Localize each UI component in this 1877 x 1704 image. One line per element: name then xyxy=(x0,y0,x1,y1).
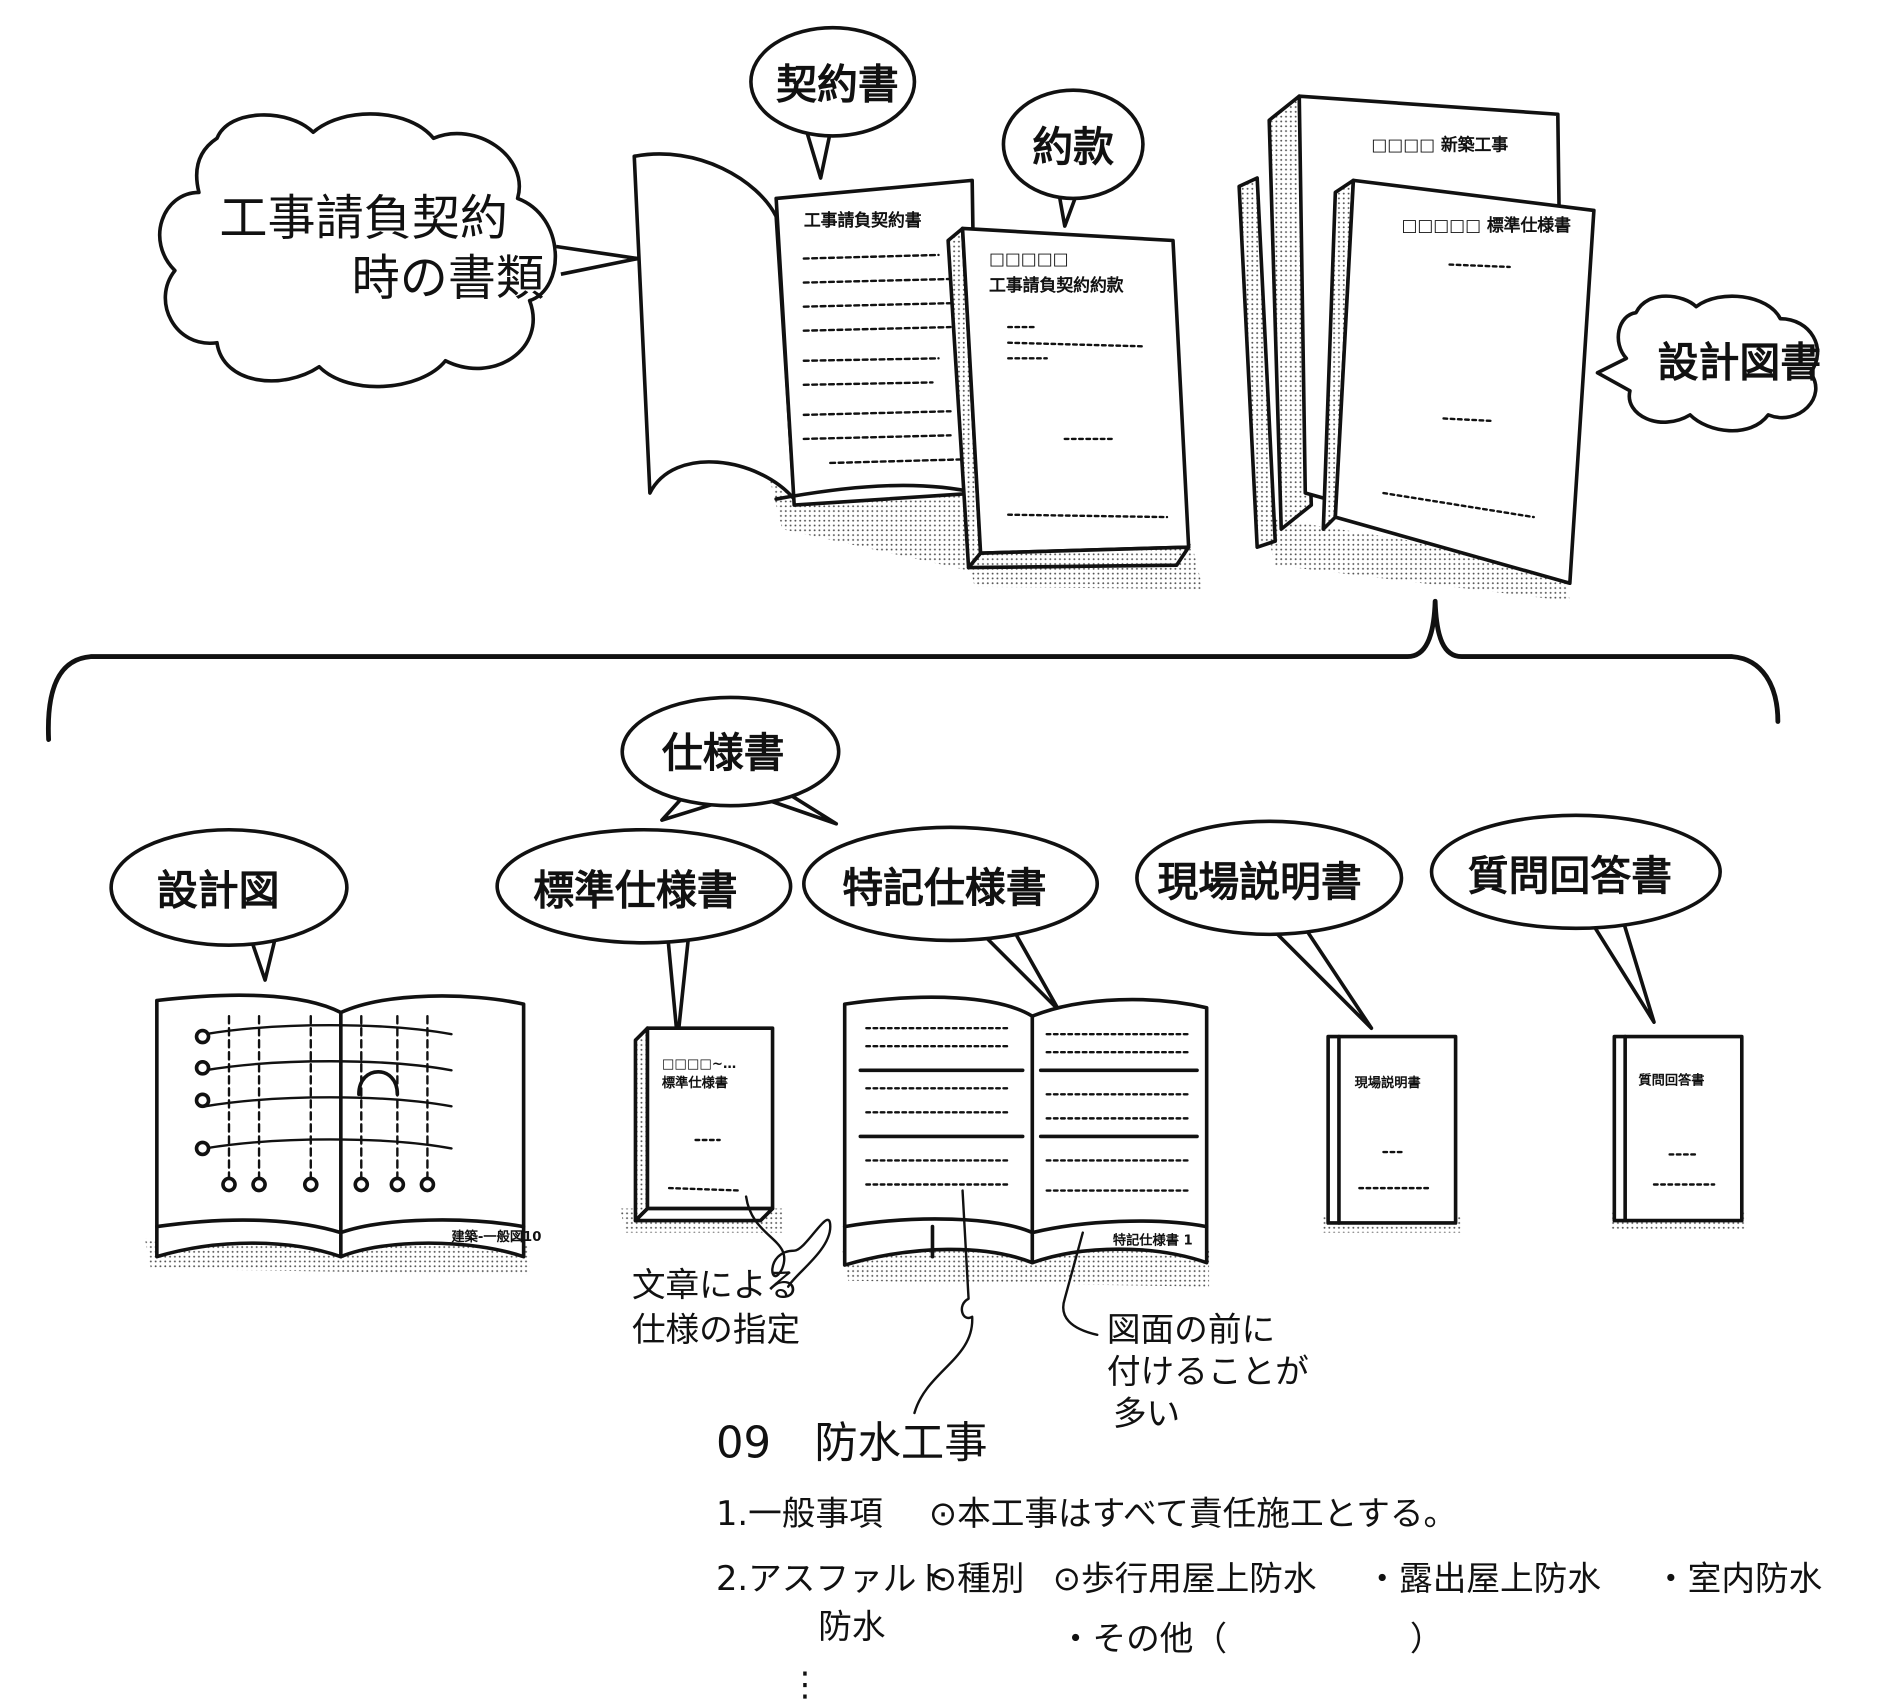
cloud-title-line2: 時の書類 xyxy=(352,251,544,307)
contract-book-title: 工事請負契約書 xyxy=(804,210,922,230)
leader-line-front xyxy=(1062,1231,1099,1337)
bubble-drawings-label: 設計図 xyxy=(157,866,280,914)
clauses-book-boxes: □□□□□ xyxy=(989,249,1069,269)
bubble-design-documents: 設計図書 xyxy=(1595,294,1822,433)
bubble-special-spec: 特記仕様書 xyxy=(802,825,1100,1012)
row2-option-4: ・その他（ xyxy=(1059,1619,1227,1658)
excerpt-heading: 09 防水工事 xyxy=(716,1418,987,1468)
site-explanation-book: 現場説明書 xyxy=(1323,1034,1462,1233)
row1-text: ⊙本工事はすべて責任施工とする。 xyxy=(929,1494,1457,1533)
spec-excerpt: 09 防水工事 1.一般事項 ⊙本工事はすべて責任施工とする。 2.アスファルト… xyxy=(716,1418,1822,1703)
special-book-footer: 特記仕様書 1 xyxy=(1113,1232,1193,1249)
bubble-site-explanation: 現場説明書 xyxy=(1135,819,1404,1030)
design-documents-stack: □□□□ 新築工事 □□□□□ 標準仕様書 xyxy=(1237,94,1596,602)
row2-option-4-close: ） xyxy=(1410,1619,1444,1658)
row2-option-2: ・露出屋上防水 xyxy=(1365,1559,1601,1598)
bubble-contract-label: 契約書 xyxy=(776,61,899,109)
drawings-book-footer: 建築-一般図10 xyxy=(451,1228,541,1245)
row2-label-line2: 防水 xyxy=(818,1607,885,1646)
row2-option-1: ⊙歩行用屋上防水 xyxy=(1053,1559,1317,1598)
grouping-brace xyxy=(45,598,1781,742)
bubble-specifications-label: 仕様書 xyxy=(662,729,785,777)
leader-line-text-spec xyxy=(744,1195,832,1288)
book-new-construction-title: □□□□ 新築工事 xyxy=(1371,134,1508,154)
bubble-special-spec-label: 特記仕様書 xyxy=(842,864,1046,912)
cloud-bubble-contract-documents: 工事請負契約 時の書類 xyxy=(157,112,640,389)
contract-book: 工事請負契約書 xyxy=(632,152,999,578)
note-text-spec-line1: 文章による xyxy=(632,1265,799,1304)
continuation-mark: ⋮ xyxy=(788,1665,822,1704)
bubble-specifications: 仕様書 xyxy=(620,695,841,826)
row1-label: 1.一般事項 xyxy=(716,1494,883,1533)
leader-line-heading xyxy=(913,1189,974,1415)
bubble-clauses-label: 約款 xyxy=(1032,123,1114,171)
book-standard-spec-title: □□□□□ 標準仕様書 xyxy=(1401,215,1571,235)
bubble-qa: 質問回答書 xyxy=(1429,813,1722,1024)
note-front-line1: 図面の前に xyxy=(1107,1310,1275,1349)
row2-label-line1: 2.アスファルト xyxy=(716,1559,950,1598)
qa-book: 質問回答書 xyxy=(1609,1034,1747,1229)
row2-option-3: ・室内防水 xyxy=(1654,1559,1822,1598)
drawings-book: 建築-一般図10 xyxy=(144,993,541,1275)
floor-plan-drawing xyxy=(194,1014,453,1193)
note-text-spec-line2: 仕様の指定 xyxy=(632,1310,800,1349)
site-book-title: 現場説明書 xyxy=(1355,1074,1421,1091)
bubble-qa-label: 質問回答書 xyxy=(1468,852,1672,900)
bubble-site-explanation-label: 現場説明書 xyxy=(1157,858,1361,906)
bubble-contract: 契約書 xyxy=(749,25,917,180)
bubble-standard-spec: 標準仕様書 xyxy=(495,827,793,1043)
clauses-book: □□□□□ 工事請負契約約款 xyxy=(946,226,1204,590)
bubble-design-documents-label: 設計図書 xyxy=(1658,338,1822,386)
contract-book-text-lines xyxy=(802,253,964,465)
standard-book-line2: 標準仕様書 xyxy=(662,1074,728,1091)
cloud-title-line1: 工事請負契約 xyxy=(219,190,508,246)
clauses-book-title: 工事請負契約約款 xyxy=(989,275,1124,295)
note-front-line2: 付けることが xyxy=(1107,1352,1309,1391)
bubble-clauses: 約款 xyxy=(1001,88,1145,228)
bubble-standard-spec-label: 標準仕様書 xyxy=(533,866,737,914)
bubble-drawings: 設計図 xyxy=(109,827,349,982)
standard-spec-book: □□□□~… 標準仕様書 xyxy=(619,1026,783,1233)
note-front-line3: 多い xyxy=(1113,1394,1180,1433)
standard-book-line1: □□□□~… xyxy=(662,1057,736,1072)
special-spec-book: 特記仕様書 1 xyxy=(842,995,1210,1287)
row2-kind: ⊙種別 xyxy=(929,1559,1025,1598)
qa-book-title: 質問回答書 xyxy=(1638,1072,1704,1089)
